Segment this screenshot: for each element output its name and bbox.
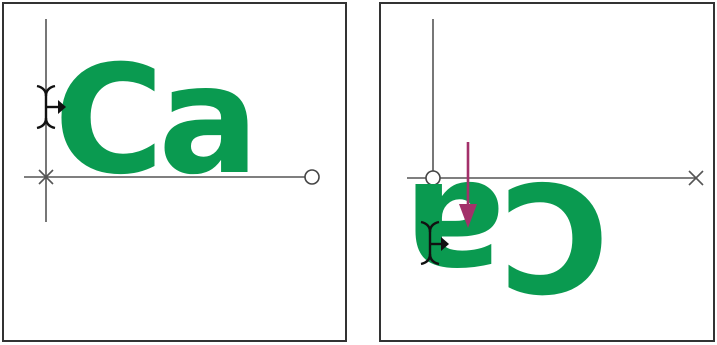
- flipped-path-text: Ca: [410, 148, 609, 322]
- panel-before-flip: Ca: [2, 2, 347, 342]
- type-on-path-cursor-icon: [36, 84, 66, 130]
- path-start-point-icon[interactable]: [425, 170, 441, 186]
- down-arrow-icon: [459, 142, 477, 228]
- flipped-text-group: Ca: [410, 148, 609, 322]
- path-text: Ca: [54, 34, 253, 208]
- before-flip-illustration: Ca: [24, 19, 320, 222]
- path-end-point-icon[interactable]: [304, 169, 320, 185]
- after-flip-illustration: Ca: [407, 19, 704, 322]
- path-start-x-icon: [38, 169, 54, 185]
- type-on-path-cursor-icon: [420, 220, 449, 266]
- path-end-x-icon: [688, 170, 704, 186]
- panel-after-flip: Ca: [379, 2, 715, 342]
